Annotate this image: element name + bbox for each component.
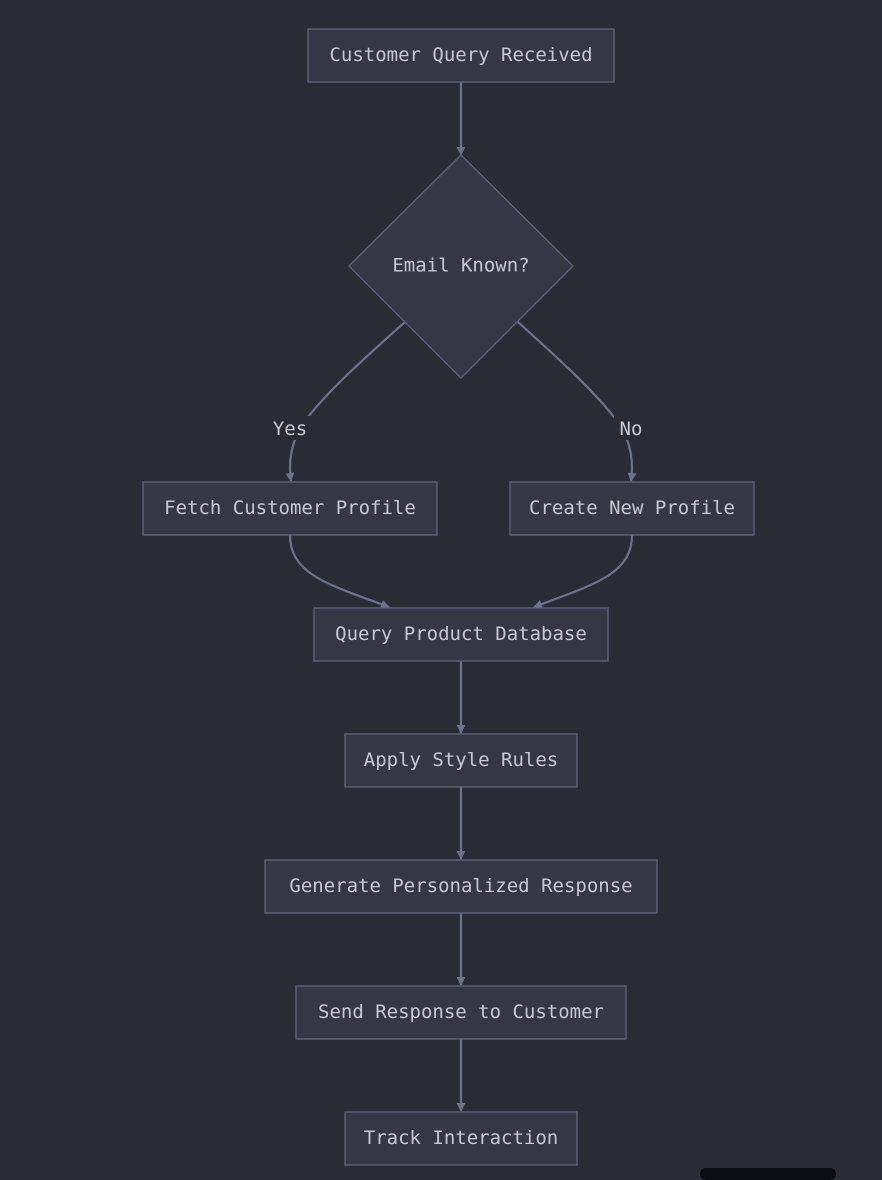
node-box (307, 28, 615, 83)
node-customer-query-received[interactable]: Customer Query Received (307, 28, 615, 83)
edge-label-no-bg (614, 416, 648, 440)
node-create-new-profile[interactable]: Create New Profile (509, 481, 755, 536)
node-generate-personalized-response[interactable]: Generate Personalized Response (264, 859, 658, 914)
edge-fetch-profile-to-query-db (288, 534, 390, 609)
home-indicator (700, 1168, 836, 1180)
node-box (264, 859, 658, 914)
decision-diamond (348, 154, 574, 379)
node-label: Fetch Customer Profile (164, 497, 416, 519)
node-label: Create New Profile (529, 497, 735, 519)
node-query-product-database[interactable]: Query Product Database (313, 607, 609, 662)
node-label: Track Interaction (364, 1127, 558, 1149)
edge-decision-to-create-profile (517, 321, 637, 482)
edge-label-no: No (620, 418, 643, 440)
edge-decision-to-fetch-profile (285, 321, 406, 482)
node-label: Customer Query Received (329, 44, 592, 66)
decision-label: Email Known? (392, 255, 529, 277)
edge-labels: Yes No (268, 416, 648, 440)
node-label: Send Response to Customer (318, 1001, 604, 1023)
edge-label-yes: Yes (273, 418, 307, 440)
node-apply-style-rules[interactable]: Apply Style Rules (344, 733, 578, 788)
edge-create-profile-to-query-db (533, 534, 634, 609)
node-email-known-decision[interactable]: Email Known? (348, 154, 574, 379)
edge-label-yes-bg (268, 416, 312, 440)
node-fetch-customer-profile[interactable]: Fetch Customer Profile (142, 481, 438, 536)
node-box (142, 481, 438, 536)
node-send-response-to-customer[interactable]: Send Response to Customer (295, 985, 627, 1040)
node-box (313, 607, 609, 662)
node-label: Generate Personalized Response (289, 875, 632, 897)
node-label: Apply Style Rules (364, 749, 558, 771)
node-box (344, 733, 578, 788)
node-box (344, 1111, 578, 1166)
node-box (295, 985, 627, 1040)
node-label: Query Product Database (335, 623, 587, 645)
node-box (509, 481, 755, 536)
node-track-interaction[interactable]: Track Interaction (344, 1111, 578, 1166)
